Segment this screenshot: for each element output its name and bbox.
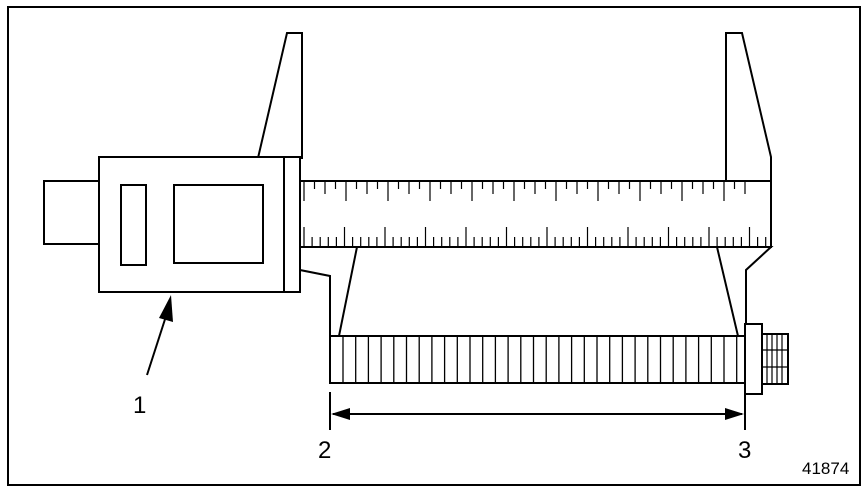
figure-frame: [7, 6, 861, 486]
shaft-end-spline: [761, 333, 789, 385]
callout-1-leader: [146, 309, 169, 376]
figure-number: 41874: [802, 459, 849, 478]
callout-3-label: 3: [738, 437, 751, 464]
callout-2-label: 2: [318, 437, 331, 464]
dimension-arrow-left: [331, 408, 350, 420]
readout-button-slot: [120, 184, 147, 266]
shaft-splines: [342, 336, 738, 383]
scale-ticks: [303, 181, 767, 247]
shaft-flange: [744, 323, 763, 395]
readout-display: [173, 184, 264, 264]
left-upper-jaw: [256, 32, 303, 159]
dimension-arrow-right: [725, 408, 744, 420]
left-lower-jaw: [299, 246, 359, 337]
callout-1-label: 1: [133, 392, 146, 419]
slider-rod: [43, 180, 101, 245]
housing-edge: [283, 156, 301, 293]
right-upper-jaw: [725, 32, 772, 182]
splined-shaft: [329, 335, 746, 384]
right-lower-jaw: [715, 246, 774, 337]
callout-1-arrowhead: [159, 295, 173, 322]
